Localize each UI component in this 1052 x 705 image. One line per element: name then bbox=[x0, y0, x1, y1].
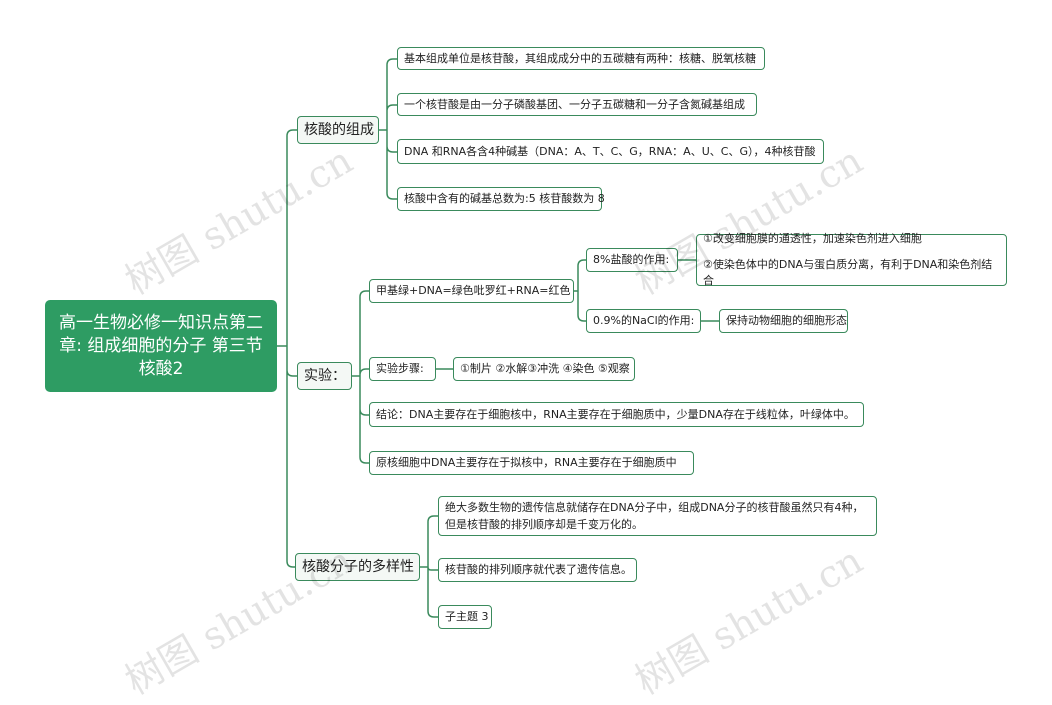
composition-item-1[interactable]: 基本组成单位是核苷酸，其组成成分中的五碳糖有两种：核糖、脱氧核糖 bbox=[397, 47, 765, 70]
diversity-item-3[interactable]: 子主题 3 bbox=[438, 605, 492, 629]
experiment-nacl-item[interactable]: 保持动物细胞的细胞形态 bbox=[719, 309, 848, 333]
connector bbox=[379, 58, 397, 200]
branch-diversity[interactable]: 核酸分子的多样性 bbox=[295, 553, 420, 581]
branch-composition[interactable]: 核酸的组成 bbox=[297, 116, 379, 144]
composition-item-3[interactable]: DNA 和RNA各含4种碱基（DNA：A、T、C、G，RNA：A、U、C、G），… bbox=[397, 139, 824, 164]
experiment-prokaryote[interactable]: 原核细胞中DNA主要存在于拟核中，RNA主要存在于细胞质中 bbox=[369, 451, 694, 475]
branch-label: 核酸分子的多样性 bbox=[302, 559, 414, 575]
branch-label: 实验： bbox=[304, 368, 346, 384]
connector bbox=[574, 259, 586, 322]
composition-item-2[interactable]: 一个核苷酸是由一分子磷酸基团、一分子五碳糖和一分子含氮碱基组成 bbox=[397, 93, 757, 116]
composition-item-4[interactable]: 核酸中含有的碱基总数为:5 核苷酸数为 8 bbox=[397, 187, 605, 211]
experiment-hcl[interactable]: 8%盐酸的作用: bbox=[586, 248, 678, 272]
connector-lines bbox=[277, 58, 719, 618]
branch-experiment[interactable]: 实验： bbox=[297, 362, 352, 390]
experiment-nacl[interactable]: 0.9%的NaCl的作用: bbox=[586, 309, 701, 333]
connector bbox=[277, 129, 297, 568]
hcl-item-1: ①改变细胞膜的通透性，加速染色剂进入细胞 bbox=[703, 232, 922, 245]
connector bbox=[420, 515, 438, 618]
experiment-stain[interactable]: 甲基绿+DNA=绿色吡罗红+RNA=红色 bbox=[369, 279, 574, 303]
connector bbox=[352, 290, 369, 464]
experiment-hcl-items[interactable]: ①改变细胞膜的通透性，加速染色剂进入细胞 ②使染色体中的DNA与蛋白质分离，有利… bbox=[696, 232, 1007, 287]
root-topic[interactable]: 高一生物必修一知识点第二章: 组成细胞的分子 第三节核酸2 bbox=[45, 300, 277, 392]
experiment-steps-item[interactable]: ①制片 ②水解③冲洗 ④染色 ⑤观察 bbox=[453, 357, 635, 381]
experiment-conclusion[interactable]: 结论：DNA主要存在于细胞核中，RNA主要存在于细胞质中，少量DNA存在于线粒体… bbox=[369, 402, 864, 427]
diversity-item-1[interactable]: 绝大多数生物的遗传信息就储存在DNA分子中，组成DNA分子的核苷酸虽然只有4种，… bbox=[438, 496, 877, 536]
experiment-steps[interactable]: 实验步骤: bbox=[369, 357, 436, 381]
diversity-item-2[interactable]: 核苷酸的排列顺序就代表了遗传信息。 bbox=[438, 558, 637, 582]
branch-label: 核酸的组成 bbox=[304, 122, 374, 138]
hcl-item-2: ②使染色体中的DNA与蛋白质分离，有利于DNA和染色剂结合 bbox=[703, 258, 993, 287]
root-label: 高一生物必修一知识点第二章: 组成细胞的分子 第三节核酸2 bbox=[59, 312, 263, 379]
